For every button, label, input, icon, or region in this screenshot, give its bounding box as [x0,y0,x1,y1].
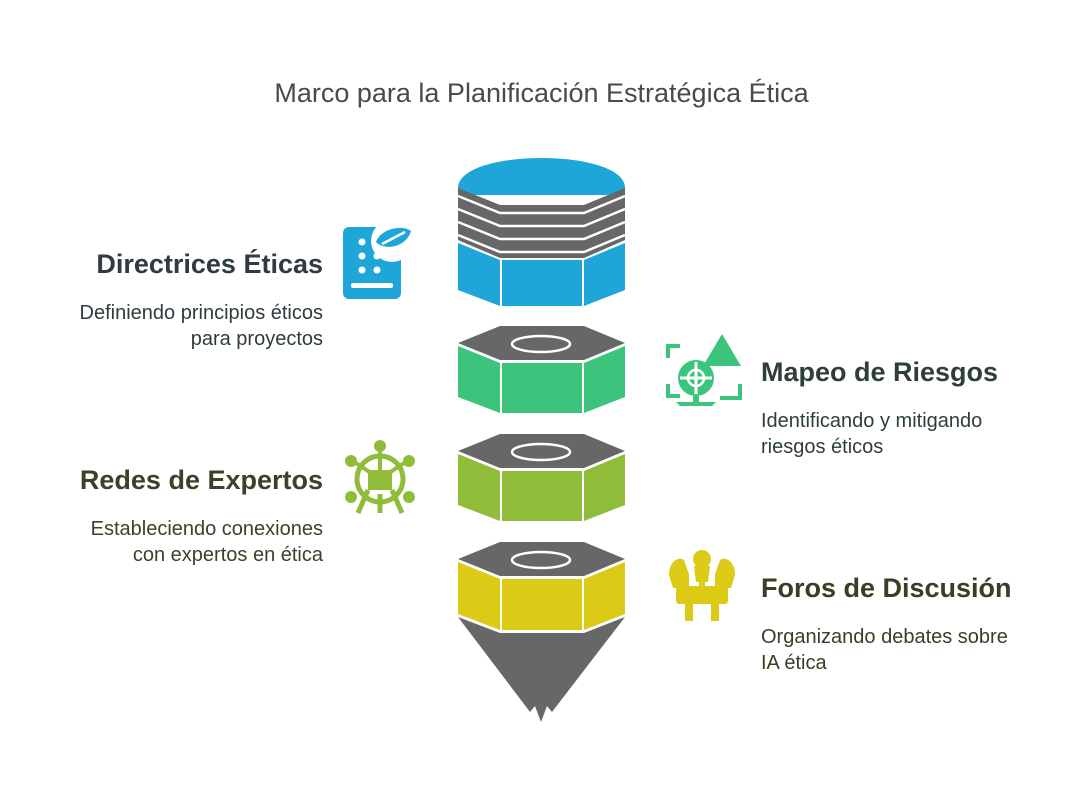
item-desc-line: riesgos éticos [761,436,884,458]
item-desc-line: IA ética [761,652,827,674]
discussion-forum-icon [669,550,735,621]
risk-mapping-icon [666,334,742,406]
yellow-face-left [458,562,500,630]
green-face-left [458,346,500,413]
item-desc-line: Organizando debates sobre [761,626,1008,648]
band-ridge [457,194,626,215]
blue-face-center [502,260,582,306]
item-desc-guidelines: Definiendo principios éticos para proyec… [80,300,323,352]
yellow-face-center [502,579,582,630]
lime-face-left [458,454,500,521]
item-desc-line: con expertos en ética [132,544,323,566]
stack-segment-risk-mapping [458,326,625,413]
item-desc-expert-network: Estableciendo conexiones con expertos en… [91,516,323,568]
item-desc-discussion-forum: Organizando debates sobre IA ética [761,624,1008,676]
item-desc-line: Estableciendo conexiones [90,518,323,540]
item-title-expert-network: Redes de Expertos [79,465,323,495]
expert-network-icon [345,440,415,514]
item-desc-line: Identificando y mitigando [761,410,983,432]
item-title-guidelines: Directrices Éticas [96,249,323,279]
item-title-risk-mapping: Mapeo de Riesgos [761,357,999,387]
item-desc-line: Definiendo principios éticos [79,302,323,324]
band-ridge [457,233,626,254]
nut-hole [510,442,572,462]
yellow-face-right [584,562,625,630]
band-ridge [457,207,626,228]
blue-face-left [458,243,500,306]
gray-band [458,188,625,258]
stack-segment-discussion-forum [458,542,625,722]
nut-hole [510,334,572,354]
stack-segment-expert-network [458,434,625,521]
band-ridge [457,220,626,241]
item-desc-line: para proyectos [190,328,323,350]
blue-face-right [584,243,625,306]
blue-cap [458,158,625,195]
nut-hole [510,550,572,570]
guidelines-icon [343,220,413,299]
yellow-top [458,542,625,576]
green-face-center [502,363,582,413]
lime-face-center [502,471,582,521]
stack-segment-guidelines [457,158,626,306]
green-face-right [584,346,625,413]
item-desc-risk-mapping: Identificando y mitigando riesgos éticos [761,408,982,460]
green-top [458,326,625,360]
lime-face-right [584,454,625,521]
cone-tip [458,617,625,722]
lime-top [458,434,625,468]
item-title-discussion-forum: Foros de Discusión [761,573,1012,603]
page-title: Marco para la Planificación Estratégica … [274,78,809,108]
